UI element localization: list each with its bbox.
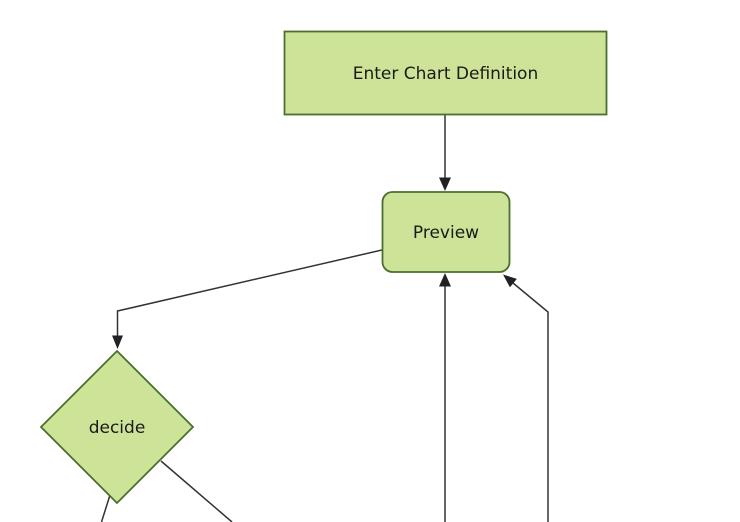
edge-decide-to-bottom-left	[100, 494, 111, 522]
arrowhead-up-icon	[439, 273, 451, 287]
node-decide: decide	[39, 349, 195, 505]
node-enter-chart-definition-label: Enter Chart Definition	[353, 64, 538, 84]
node-enter-chart-definition: Enter Chart Definition	[283, 30, 608, 116]
edge-bottom-to-preview	[439, 273, 451, 522]
edge-decide-to-bottom-right	[160, 460, 233, 522]
edge-bottom-right-to-preview	[503, 274, 549, 522]
node-preview: Preview	[381, 191, 511, 273]
node-decide-label: decide	[89, 418, 146, 438]
arrowhead-down-icon	[112, 335, 123, 349]
arrowhead-down-icon	[439, 177, 451, 191]
edge-preview-to-decide	[112, 249, 383, 349]
arrowhead-up-left-icon	[503, 274, 517, 288]
node-preview-label: Preview	[413, 223, 479, 243]
edge-enter-to-preview	[439, 114, 451, 191]
